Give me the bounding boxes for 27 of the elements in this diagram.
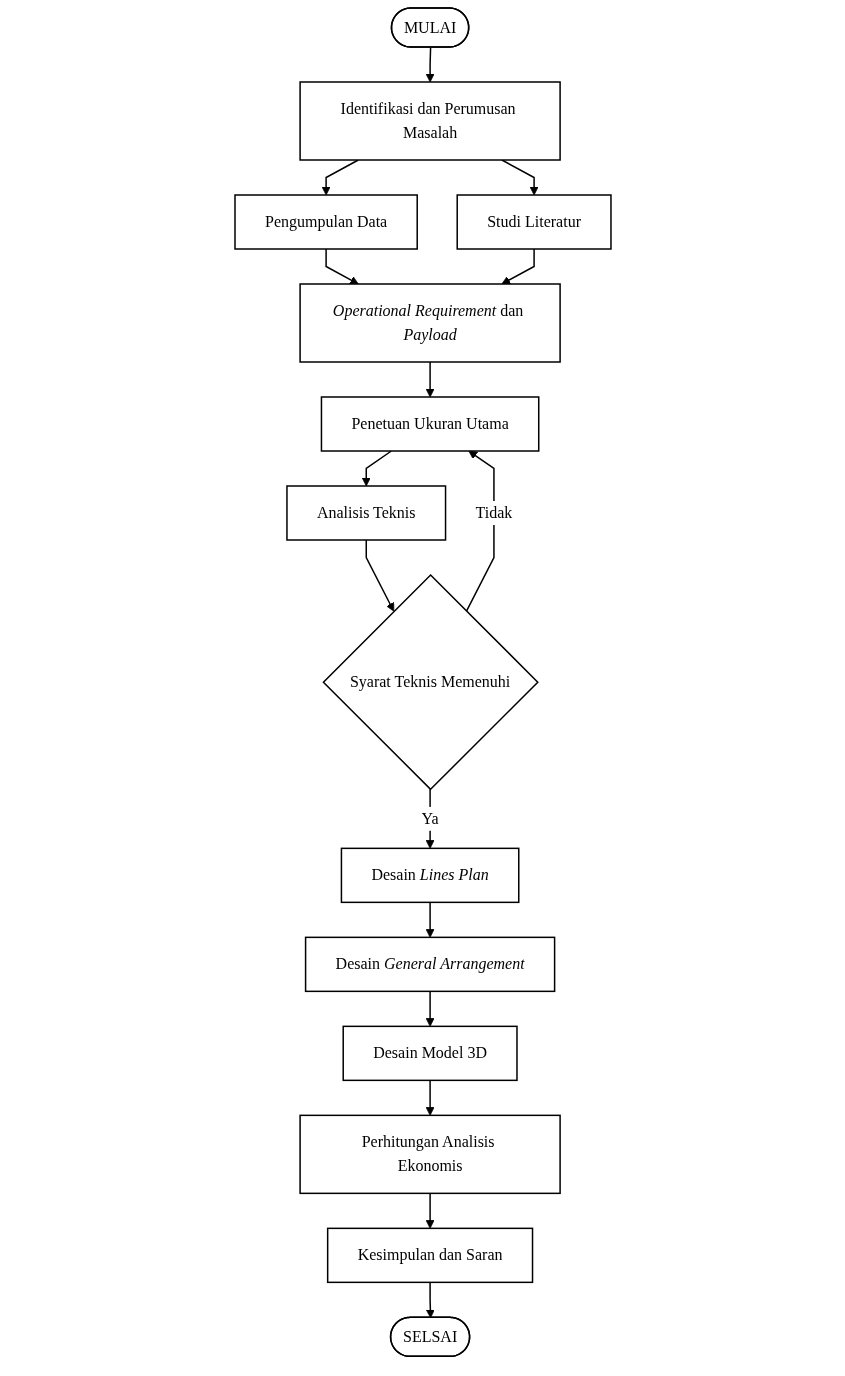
node-box: Desain General Arrangement — [304, 936, 555, 993]
arrow — [425, 990, 434, 1027]
arrow — [425, 46, 434, 83]
node-box: Desain Lines Plan — [340, 847, 519, 904]
arrow — [425, 1281, 435, 1319]
arrow — [324, 248, 359, 285]
arrow — [425, 788, 434, 849]
arrow — [425, 901, 434, 938]
node-box: Studi Literatur — [455, 194, 612, 250]
node-box: Kesimpulan dan Saran — [326, 1227, 533, 1284]
node-diamond: Syarat Teknis Memenuhi — [321, 573, 539, 791]
node-box: Desain Model 3D — [342, 1025, 518, 1082]
arrow — [425, 361, 434, 398]
arrow — [501, 248, 535, 285]
node-box: Analisis Teknis — [285, 485, 446, 541]
node-box: Operational Requirement dan Payload — [298, 283, 561, 363]
arrow — [361, 450, 392, 487]
node-box: Identifikasi dan Perumusan Masalah — [298, 81, 561, 161]
arrow — [425, 1192, 434, 1229]
edge-label: Tidak — [475, 504, 512, 521]
edge-label: Ya — [421, 809, 439, 827]
arrow — [365, 539, 394, 612]
node-box: Penetuan Ukuran Utama — [320, 396, 539, 452]
node-box: Perhitungan Analisis Ekonomis — [298, 1114, 561, 1195]
arrow — [425, 1079, 434, 1116]
arrow — [321, 159, 359, 196]
node-box: Pengumpulan Data — [233, 194, 418, 250]
